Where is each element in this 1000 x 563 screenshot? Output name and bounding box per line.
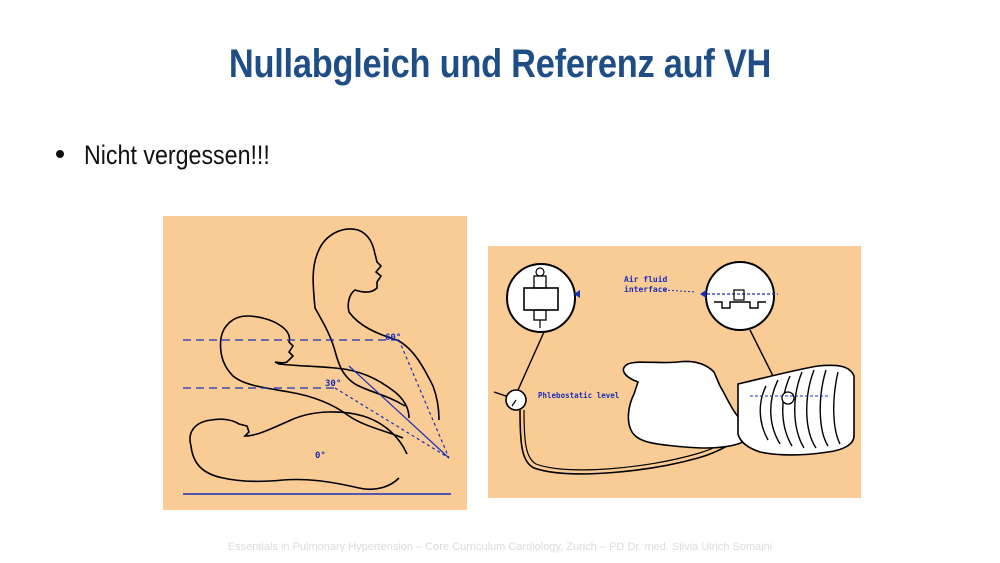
patient-torso-outline xyxy=(737,364,855,456)
phlebostatic-label: Phlebostatic level xyxy=(538,391,619,400)
rib-cage-icon xyxy=(759,369,841,449)
patient-position-illustration: 60° 30° 0° xyxy=(183,228,451,495)
transducer-illustration: Air fluid interface Phlebostatic level xyxy=(493,261,855,475)
bullet-item: Nicht vergessen!!! xyxy=(56,140,300,171)
slide-title: Nullabgleich und Referenz auf VH xyxy=(228,42,772,86)
bullet-text: Nicht vergessen!!! xyxy=(84,140,270,170)
figure-30-outline xyxy=(219,315,410,439)
angle-label-0: 0° xyxy=(315,451,326,461)
converge-line-60 xyxy=(398,339,450,459)
patient-position-figure: 60° 30° 0° xyxy=(163,216,467,510)
air-fluid-label-2: interface xyxy=(624,284,668,294)
figure-0-outline xyxy=(189,411,408,491)
transducer-figure: Air fluid interface Phlebostatic level xyxy=(488,246,861,498)
transducer-detail-circle xyxy=(506,263,576,333)
heart-marker xyxy=(781,391,795,405)
converge-line-mid xyxy=(348,365,450,459)
converge-line-30 xyxy=(334,387,450,459)
patient-head-outline xyxy=(622,360,747,449)
bullet-dot-icon xyxy=(56,150,64,158)
angle-label-60: 60° xyxy=(385,333,401,343)
air-fluid-detail-circle xyxy=(705,261,775,331)
air-fluid-label-1: Air fluid xyxy=(624,274,668,284)
angle-label-30: 30° xyxy=(325,379,341,389)
slide-footer: Essentials in Pulmonary Hypertension – C… xyxy=(227,541,773,553)
figure-60-outline xyxy=(312,228,440,421)
